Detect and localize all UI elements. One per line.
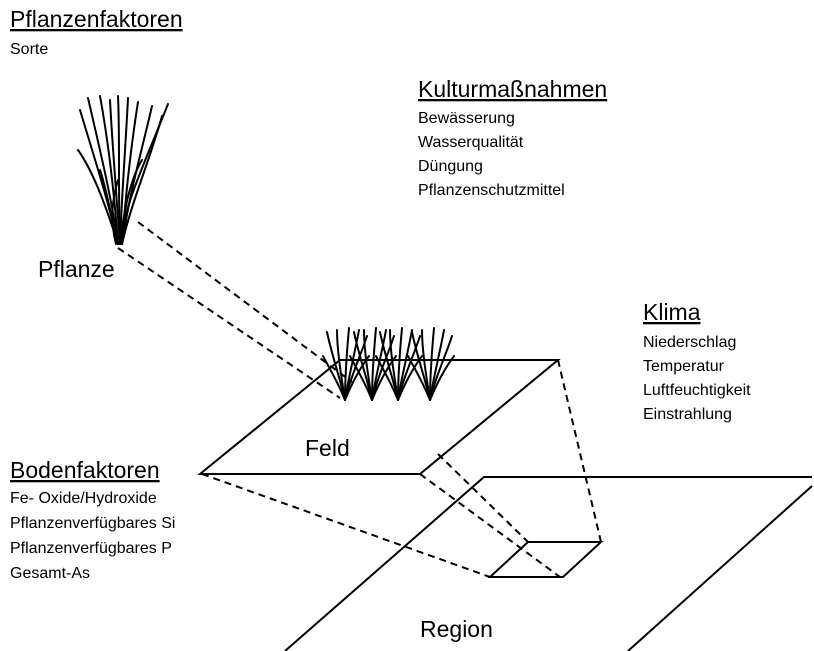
region-label: Region [420, 616, 493, 642]
soil-factors-item: Pflanzenverfügbares Si [10, 515, 175, 532]
projection-field-inner1 [420, 474, 560, 577]
projection-soil [202, 474, 490, 577]
region-plane-edge [628, 486, 812, 651]
climate-item: Einstrahlung [643, 406, 732, 423]
cultivation-item: Bewässerung [418, 110, 515, 127]
field-plants [323, 328, 454, 400]
cultivation-heading: Kulturmaßnahmen [418, 76, 607, 102]
soil-factors-item: Pflanzenverfügbares P [10, 540, 172, 557]
field-plant-4 [408, 328, 454, 400]
cultivation-item: Düngung [418, 158, 483, 175]
projection-field-right [558, 360, 601, 542]
soil-factors-item: Fe- Oxide/Hydroxide [10, 490, 157, 507]
plant-icon [78, 96, 168, 244]
field-in-region [490, 542, 601, 577]
projection-plant-top [138, 222, 352, 382]
climate-heading: Klima [643, 299, 701, 325]
region-plane [285, 477, 812, 651]
soil-factors-heading: Bodenfaktoren [10, 457, 160, 483]
cultivation-item: Pflanzenschutzmittel [418, 182, 565, 199]
climate-item: Temperatur [643, 358, 725, 375]
plant-factors-heading: Pflanzenfaktoren [10, 6, 183, 32]
plant-label: Pflanze [38, 256, 115, 282]
climate-item: Luftfeuchtigkeit [643, 382, 751, 399]
field-label: Feld [305, 435, 350, 461]
plant-factors-item: Sorte [10, 41, 48, 58]
soil-factors-item: Gesamt-As [10, 565, 90, 582]
cultivation-item: Wasserqualität [418, 134, 524, 151]
climate-item: Niederschlag [643, 334, 736, 351]
projection-plant-bottom [118, 248, 340, 398]
